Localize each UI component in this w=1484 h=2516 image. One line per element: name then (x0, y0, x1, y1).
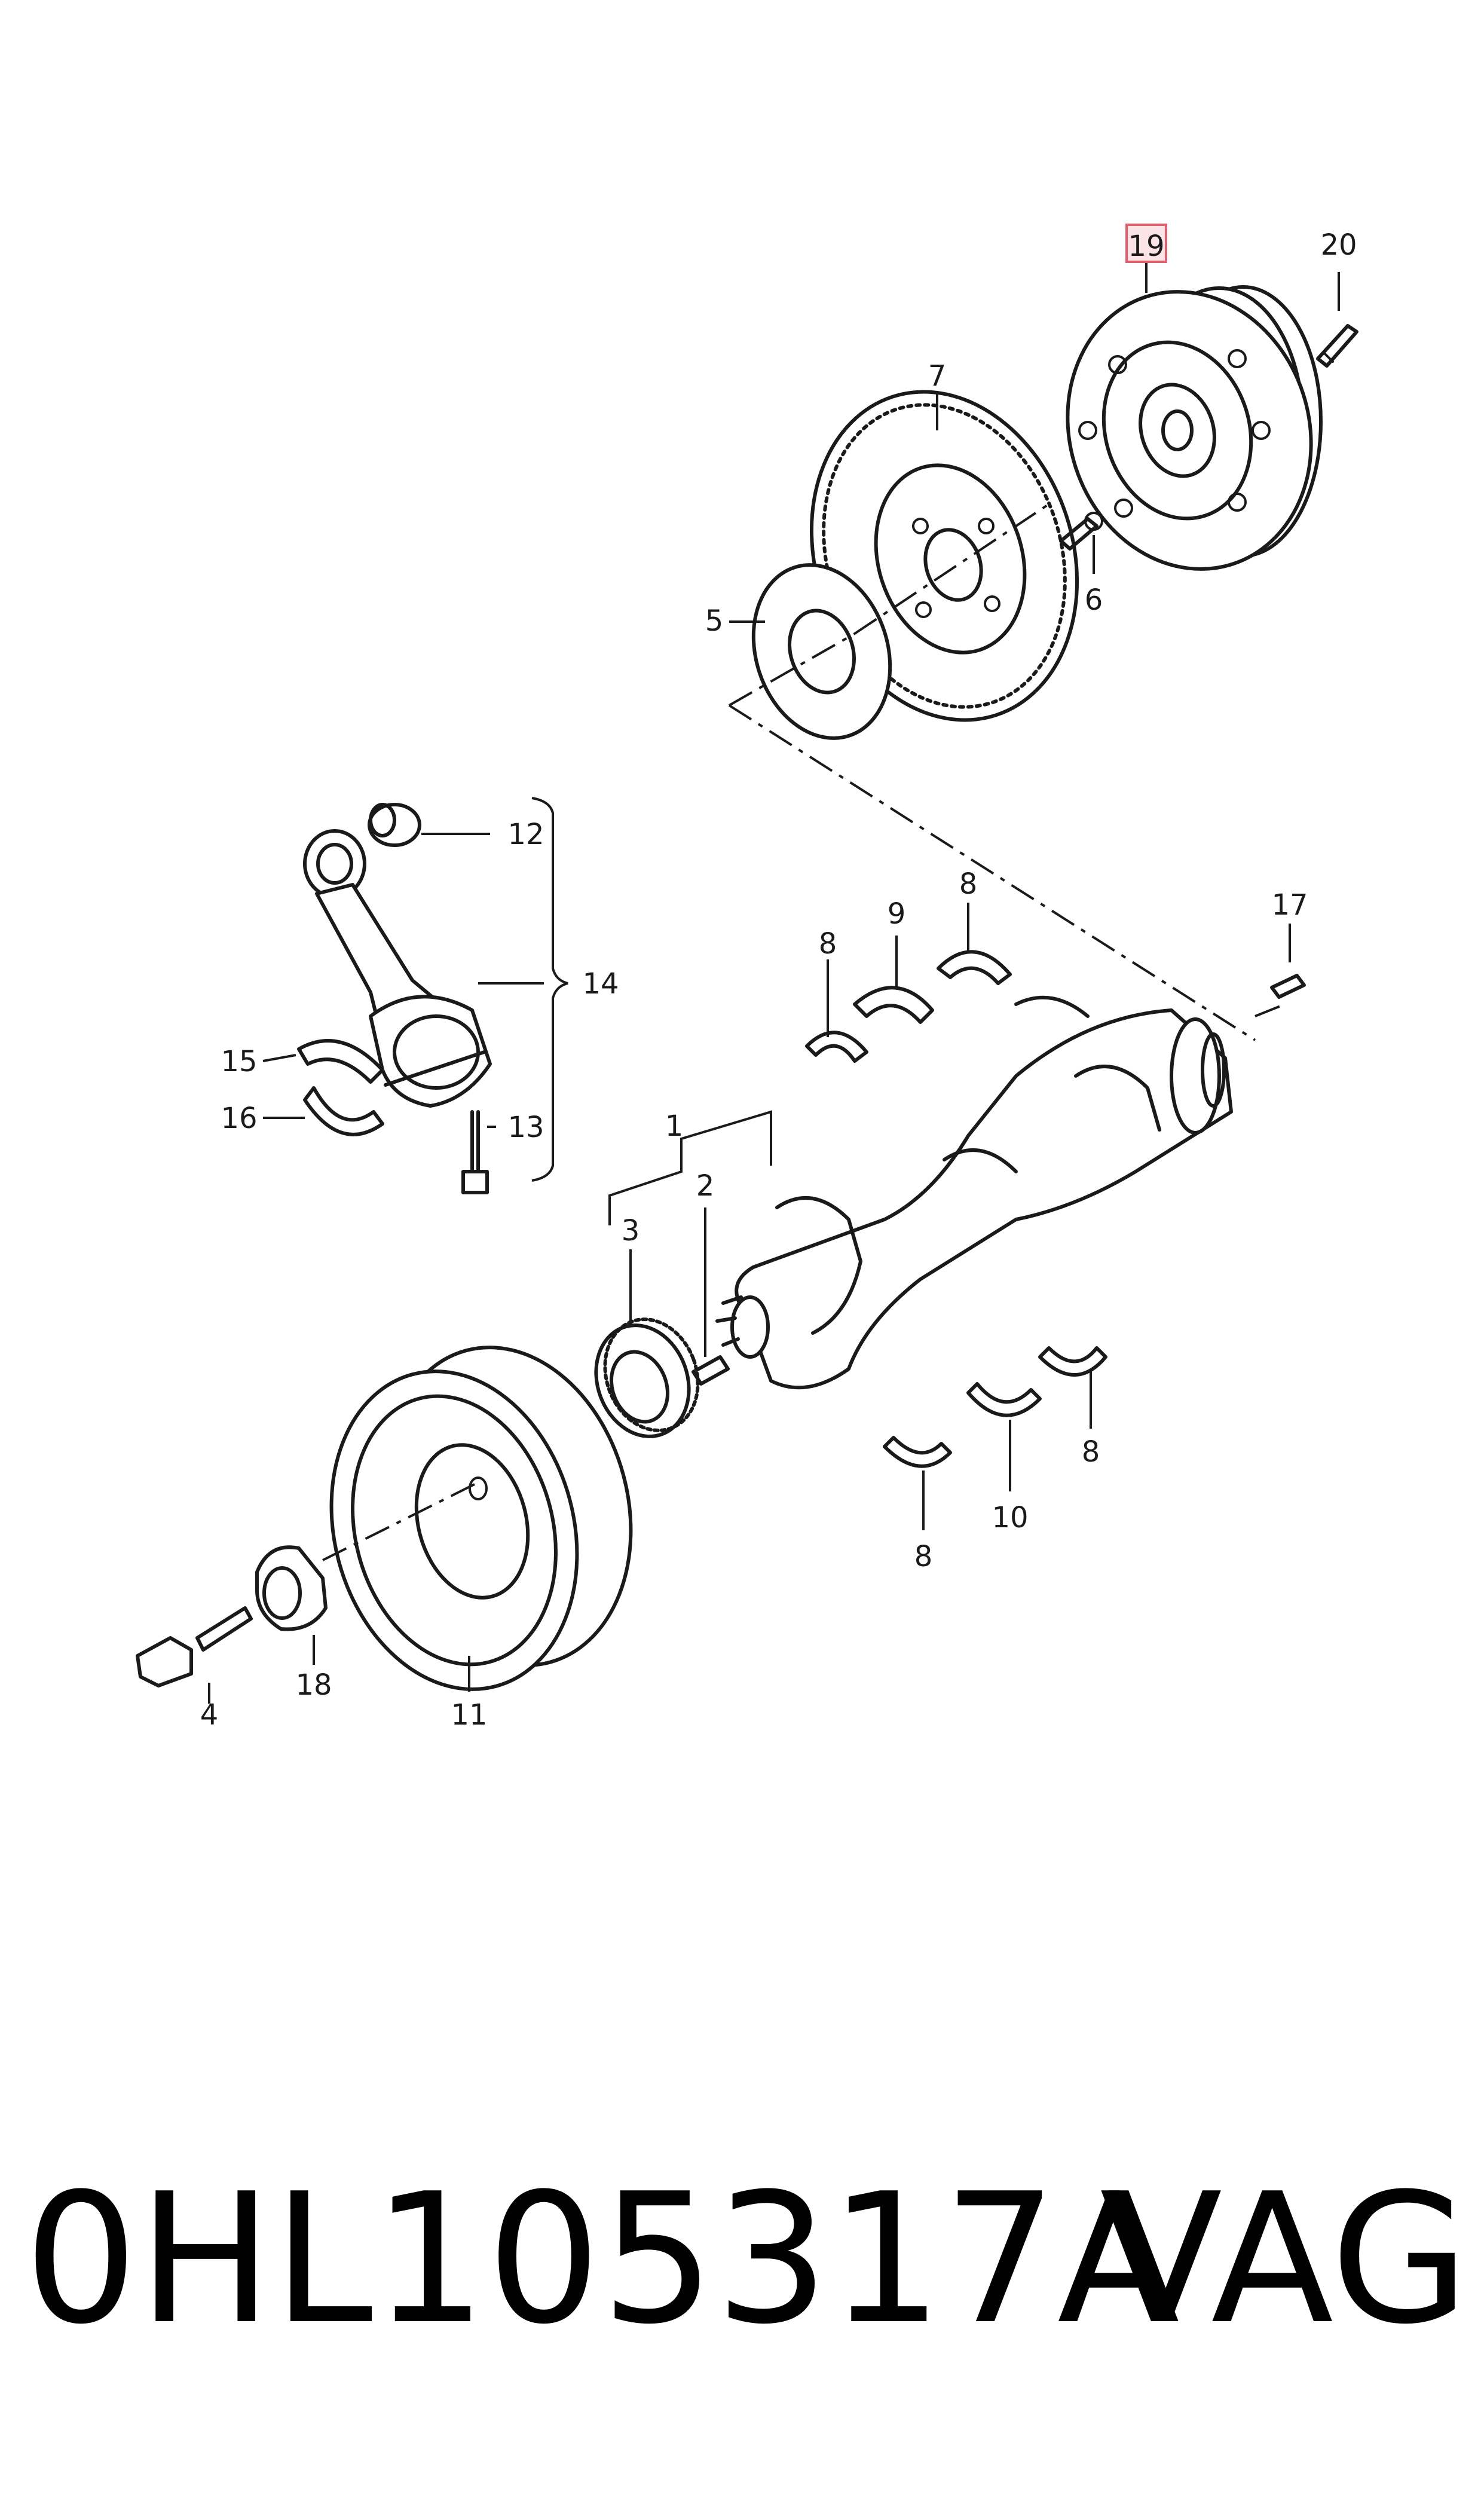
flywheel-bolt (1316, 324, 1358, 368)
callout-2[interactable]: 2 (696, 1169, 715, 1203)
caption: 0HL105317A VAG (24, 2152, 1469, 2367)
callout-11[interactable]: 11 (451, 1698, 487, 1732)
vibration-damper-pulley (329, 1346, 633, 1691)
bearing-shell-10 (966, 1382, 1042, 1417)
crank-dowel-pin (1270, 974, 1306, 999)
callout-7[interactable]: 7 (928, 359, 947, 393)
rod-bolt (461, 1110, 489, 1194)
callout-8-lower-left[interactable]: 8 (914, 1540, 933, 1573)
crankshaft (715, 995, 1233, 1390)
callout-6[interactable]: 6 (1085, 583, 1103, 617)
callout-20[interactable]: 20 (1320, 228, 1357, 262)
thrust-washer-upper-left (805, 1031, 868, 1063)
callout-4[interactable]: 4 (200, 1698, 219, 1732)
thrust-washer-lower-right (1038, 1346, 1107, 1377)
leader-lines (208, 261, 1340, 1704)
callout-18[interactable]: 18 (295, 1668, 332, 1702)
callout-12[interactable]: 12 (507, 818, 544, 851)
dual-mass-flywheel (1066, 285, 1323, 571)
callout-14[interactable]: 14 (582, 967, 619, 1001)
callout-1[interactable]: 1 (665, 1109, 684, 1143)
callout-5[interactable]: 5 (705, 604, 724, 638)
part-number: 0HL105317A (24, 2155, 1180, 2364)
flexplate-bolt (1059, 512, 1103, 551)
pulley-bolt (136, 1606, 253, 1687)
assembly-axis-pin (1254, 1003, 1286, 1017)
callout-19[interactable]: 19 (1128, 230, 1164, 263)
connecting-rod (303, 829, 492, 1108)
callout-13[interactable]: 13 (507, 1111, 544, 1144)
brand-name: VAG (1100, 2155, 1470, 2364)
callout-8-lower-right[interactable]: 8 (1082, 1435, 1100, 1469)
callout-8-upper-left[interactable]: 8 (819, 927, 837, 961)
callout-16[interactable]: 16 (221, 1102, 257, 1135)
pulley-spacer (255, 1545, 328, 1631)
crank-sprocket (594, 1317, 700, 1438)
assembly-axis-pulley (322, 1481, 479, 1561)
callout-10[interactable]: 10 (992, 1501, 1028, 1534)
small-end-bushing (368, 803, 421, 847)
callout-19-highlight (1125, 224, 1167, 263)
callout-17[interactable]: 17 (1271, 888, 1308, 922)
thrust-washer-upper-right (937, 950, 1012, 985)
callout-3[interactable]: 3 (622, 1214, 640, 1248)
assembly-axis-flywheel (728, 501, 1256, 1041)
rod-bearing-lower (303, 1086, 384, 1136)
callout-8-upper-right[interactable]: 8 (959, 867, 978, 901)
thrust-washer-lower-left (883, 1436, 952, 1468)
callout-15[interactable]: 15 (221, 1045, 257, 1078)
rod-bearing-upper (297, 1039, 384, 1084)
callout-9[interactable]: 9 (888, 897, 906, 931)
bearing-shell-9 (853, 986, 934, 1024)
